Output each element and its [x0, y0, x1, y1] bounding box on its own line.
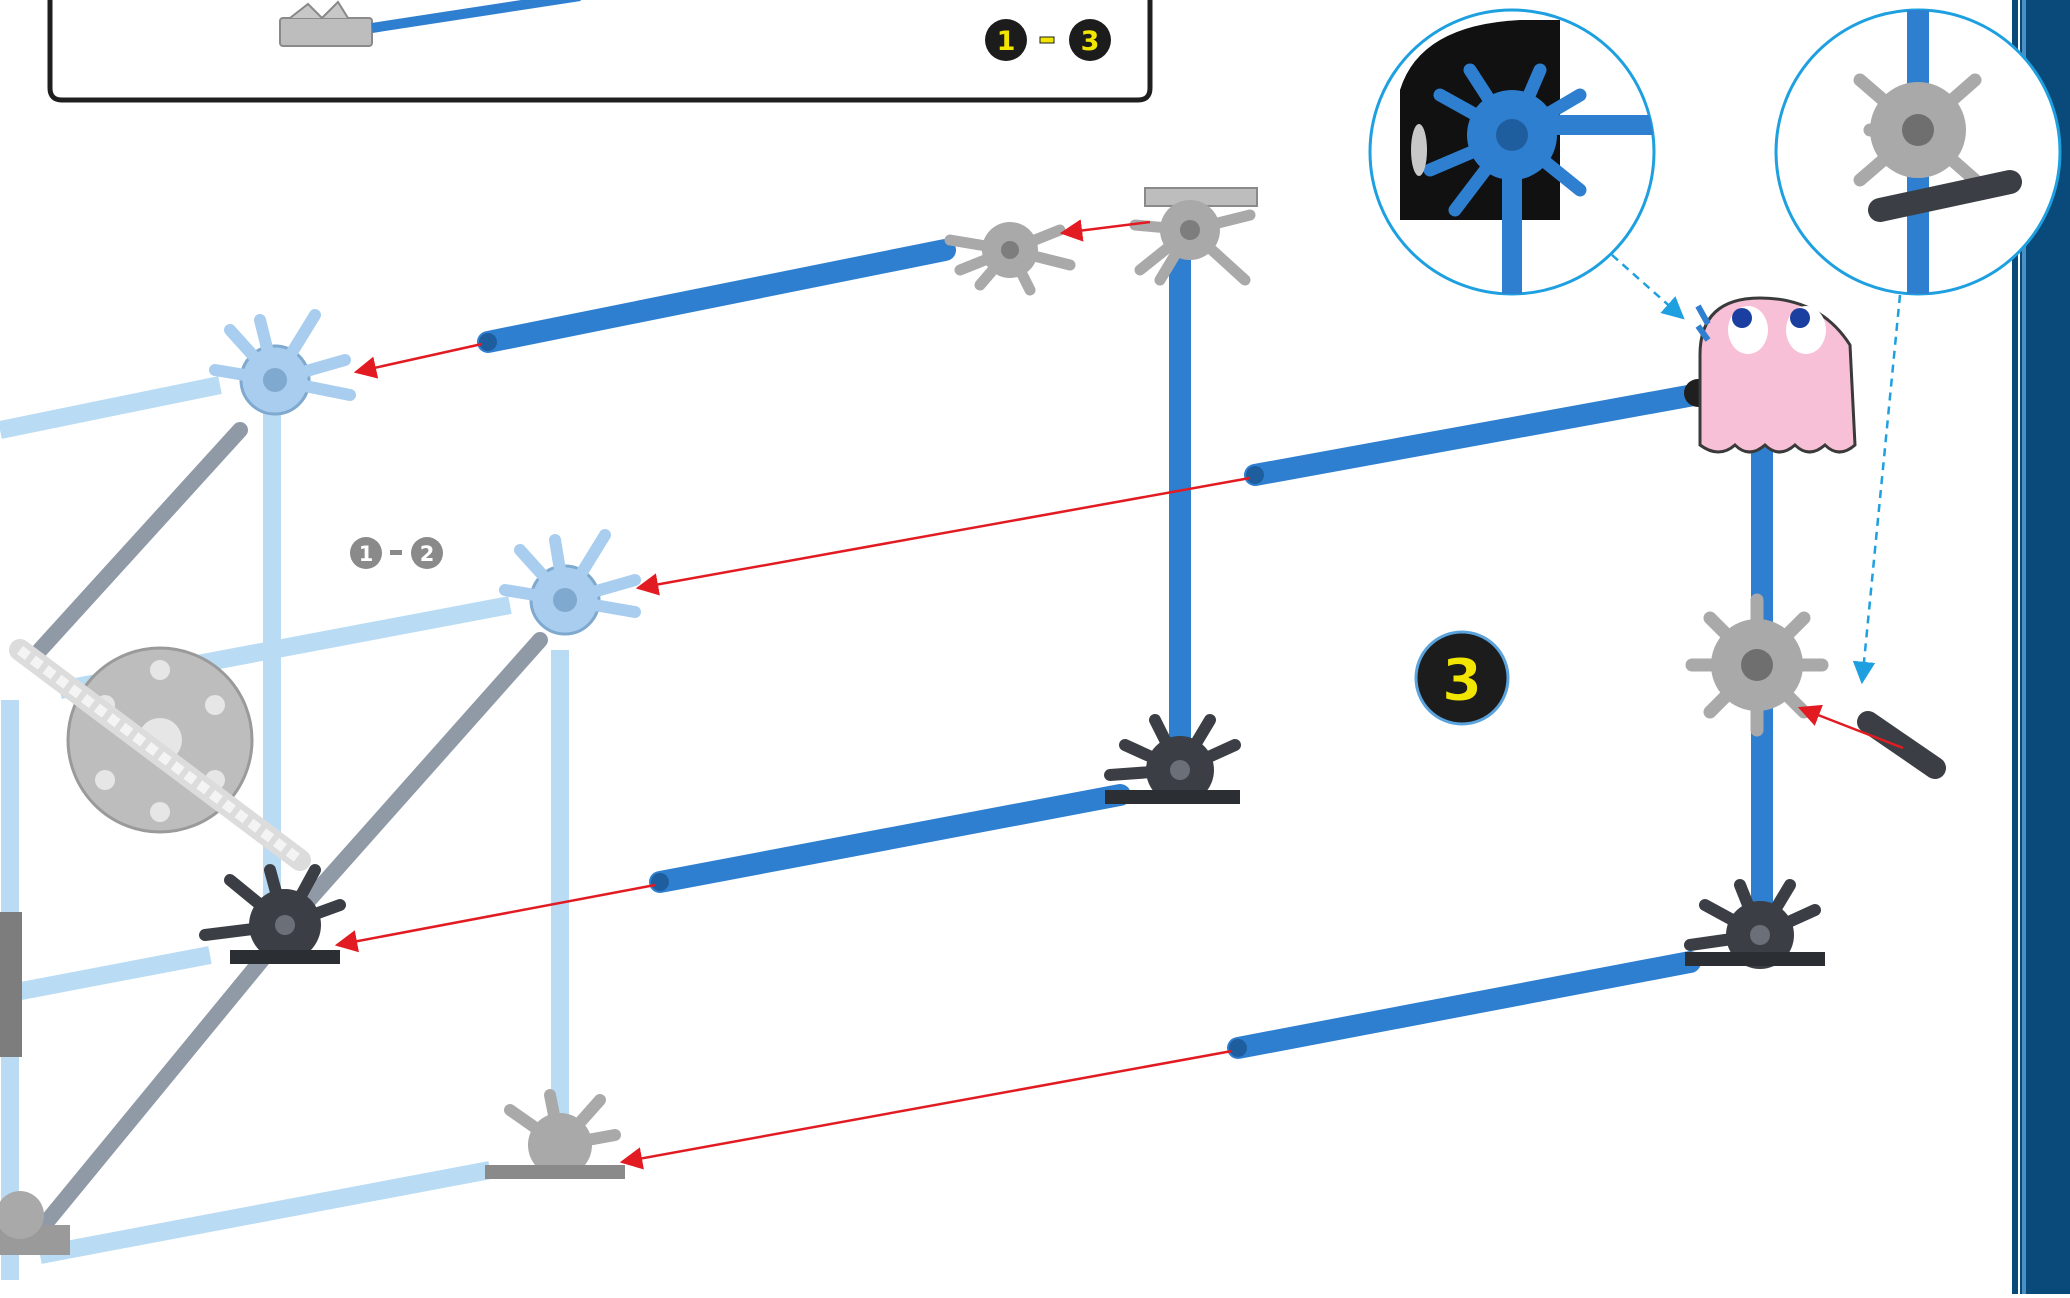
- gray-wheel: [20, 648, 300, 860]
- subassembly-thumbnail: [280, 0, 580, 46]
- assembly-arrow: [337, 885, 655, 945]
- prior-steps-badge: 1 2: [350, 537, 443, 569]
- gray-connector: [950, 222, 1070, 290]
- light-connector: [505, 535, 635, 634]
- gray-connector-wheel: [1692, 600, 1822, 730]
- assembly-arrows: [337, 222, 1903, 1162]
- range-from-number: 1: [997, 26, 1016, 57]
- prior-range-from: 1: [359, 542, 374, 566]
- assembly-arrow: [638, 478, 1250, 588]
- blue-rod: [1255, 392, 1710, 475]
- new-rods: [479, 250, 1762, 1057]
- range-to-number: 3: [1081, 26, 1100, 57]
- subassembly-range-badge: 1 3: [985, 19, 1111, 61]
- gray-connector: [1135, 188, 1257, 280]
- blue-rod: [660, 795, 1120, 882]
- subassembly-box: 1 3: [50, 0, 1150, 100]
- black-pin: [1868, 722, 1935, 768]
- assembly-arrow: [622, 1051, 1232, 1162]
- light-connector: [215, 315, 350, 414]
- detail-callout-ghost: [1370, 10, 1660, 300]
- gray-connector: [485, 1095, 625, 1179]
- ghost-decal: [1684, 298, 1855, 452]
- blue-rod: [488, 250, 945, 342]
- blue-rod: [1238, 962, 1690, 1048]
- step-badge: 3: [1416, 632, 1508, 724]
- existing-frame: [0, 315, 635, 1280]
- assembly-arrow: [356, 344, 482, 372]
- step-number: 3: [1442, 646, 1482, 714]
- prior-range-to: 2: [420, 542, 435, 566]
